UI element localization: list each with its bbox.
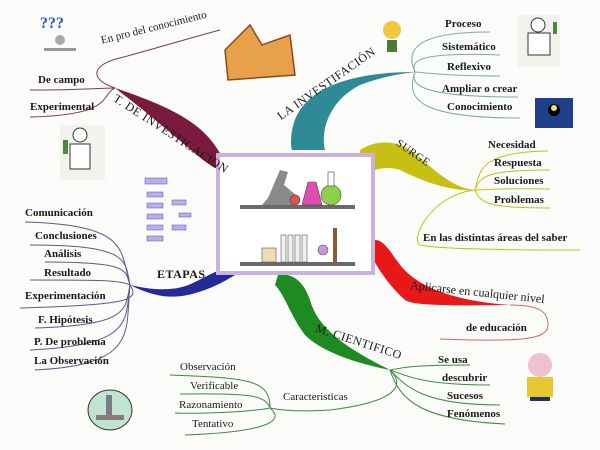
t-investigacion-item-3: Experimental: [30, 101, 95, 113]
open-book-icon: [224, 23, 296, 81]
branch-shape-investigacion: [290, 72, 415, 150]
t-investigacion-item-2: De campo: [38, 74, 85, 86]
etapas-lines: [19, 221, 134, 371]
branch-shape-etapas: [130, 255, 255, 297]
svg-text:???: ???: [40, 15, 64, 32]
question-marks-icon: ???: [40, 15, 76, 51]
t-investigacion-lines: [29, 29, 221, 118]
microscope-badge-icon: [87, 389, 133, 431]
cientifico-item-1: Se usa: [438, 354, 468, 366]
lab-illustration: [240, 170, 355, 266]
branch-shape-cientifico: [275, 274, 390, 370]
investigacion-item-5: Conocimiento: [447, 101, 513, 113]
cientifico-sub-item-4: Tentativo: [192, 418, 234, 430]
etapas-item-1: Comunicación: [25, 207, 93, 219]
aplicarse-line: [439, 304, 549, 341]
branch-shape-t-investigacion: [115, 88, 225, 168]
cientifico-item-2: descubrir: [442, 372, 488, 384]
surge-item-3: Soluciones: [494, 175, 544, 187]
surge-item-1: Necesidad: [488, 139, 536, 151]
etapas-item-3: Análisis: [44, 248, 82, 260]
chemist-icon: [60, 125, 105, 180]
flask-pink-icon: [301, 181, 323, 206]
etapas-item-6: F. Hipótesis: [38, 314, 93, 326]
investigacion-lines: [411, 31, 521, 119]
aplicarse-item-1: de educación: [466, 322, 527, 334]
etapas-item-2: Conclusiones: [35, 230, 97, 242]
surge-item-2: Respuesta: [494, 157, 542, 169]
test-tubes-icon: [280, 234, 308, 263]
scientist-icon: [518, 15, 560, 67]
cientifico-sub-item-3: Razonamiento: [179, 399, 243, 411]
branch-shape-surge: [360, 142, 475, 191]
etapas-item-5: Experimentación: [25, 290, 106, 302]
surge-item-4: Problemas: [494, 194, 544, 206]
cientifico-item-4: Fenómenos: [447, 408, 501, 420]
cientifico-lines: [169, 364, 506, 436]
branch-title-etapas: ETAPAS: [157, 267, 206, 281]
surge-lines: [416, 150, 581, 251]
investigacion-item-2: Sistemático: [442, 41, 496, 53]
investigacion-item-3: Reflexivo: [447, 61, 491, 73]
lightbulb-character-icon: [383, 21, 401, 52]
flowchart-icon: [144, 177, 192, 242]
mad-scientist-icon: [527, 353, 553, 401]
etapas-item-8: La Observación: [34, 355, 109, 367]
cientifico-item-3: Sucesos: [447, 390, 484, 402]
microscope-icon: [262, 170, 296, 205]
cientifico-sub-item-2: Verificable: [190, 380, 239, 392]
cientifico-sub-title: Caracteristicas: [283, 391, 348, 403]
branch-shape-aplicarse: [372, 240, 510, 306]
flask-green-icon: [320, 184, 342, 206]
investigacion-item-4: Ampliar o crear: [442, 83, 518, 95]
investigacion-item-1: Proceso: [445, 18, 482, 30]
etapas-item-4: Resultado: [44, 267, 92, 279]
etapas-item-7: P. De problema: [34, 336, 106, 348]
cientifico-sub-item-1: Observación: [180, 361, 236, 373]
beaker-icon: [261, 247, 277, 263]
head-silhouette-icon: [535, 98, 573, 128]
surge-item-5: En las distintas áreas del saber: [423, 232, 568, 244]
